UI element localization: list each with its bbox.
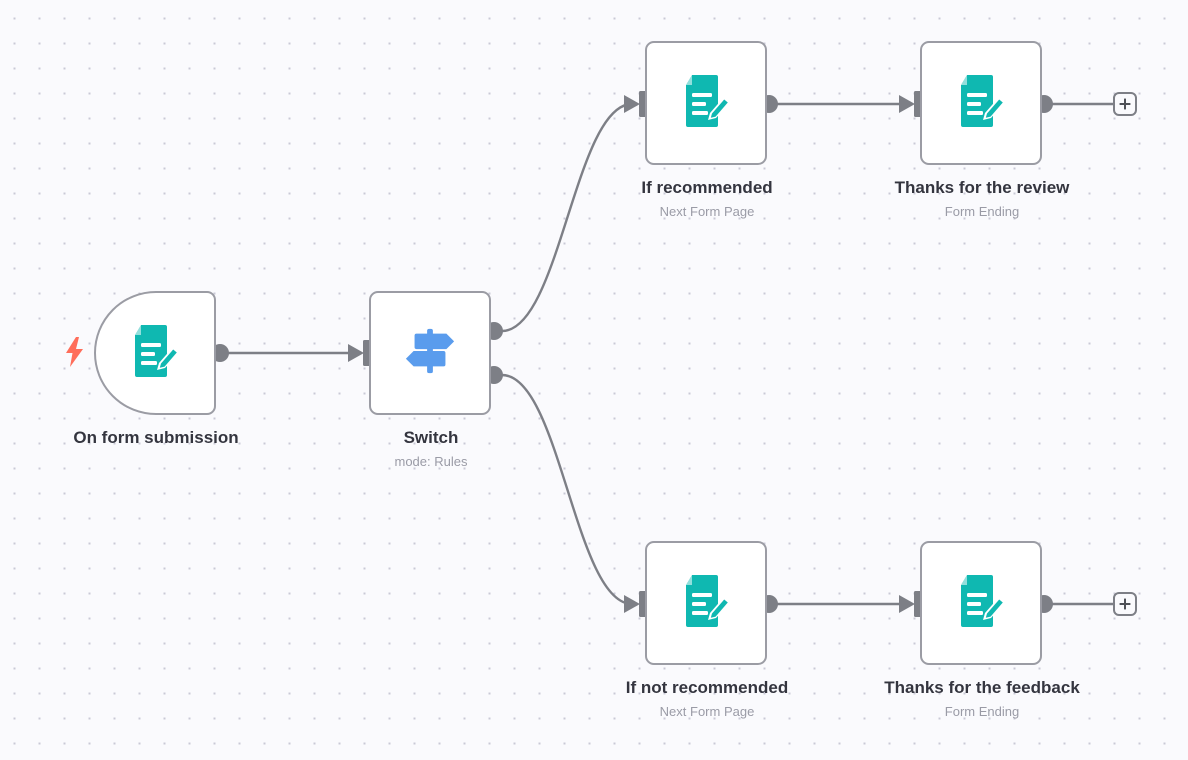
form-icon: [129, 323, 181, 384]
plus-icon: [1119, 98, 1131, 110]
node-title-thanks-for-the-feedback: Thanks for the feedback: [884, 678, 1080, 697]
trigger-bolt-icon: [64, 337, 86, 367]
form-icon: [680, 573, 732, 634]
node-label-switch: Switch mode: Rules: [275, 428, 587, 471]
edge-arrow-if-recommended-to-thanks-review: [899, 95, 915, 113]
edge-arrow-switch-to-if-recommended: [624, 95, 640, 113]
node-title-switch: Switch: [403, 428, 459, 447]
node-if-recommended[interactable]: [645, 41, 767, 165]
node-label-if-recommended: If recommended Next Form Page: [551, 178, 863, 221]
node-subtitle-switch: mode: Rules: [394, 454, 468, 469]
edge-arrow-trigger-to-switch: [348, 344, 364, 362]
node-label-thanks-for-the-feedback: Thanks for the feedback Form Ending: [826, 678, 1138, 721]
node-title-if-not-recommended: If not recommended: [625, 678, 789, 697]
node-label-if-not-recommended: If not recommended Next Form Page: [551, 678, 863, 721]
node-title-on-form-submission: On form submission: [73, 428, 239, 447]
node-if-not-recommended[interactable]: [645, 541, 767, 665]
node-subtitle-if-not-recommended: Next Form Page: [659, 704, 755, 719]
node-label-on-form-submission: On form submission: [0, 428, 312, 448]
edge-arrow-if-not-recommended-to-thanks-feedback: [899, 595, 915, 613]
node-thanks-for-the-feedback[interactable]: [920, 541, 1042, 665]
add-node-button-bottom[interactable]: [1113, 592, 1137, 616]
node-thanks-for-the-review[interactable]: [920, 41, 1042, 165]
form-icon: [955, 573, 1007, 634]
node-title-thanks-for-the-review: Thanks for the review: [894, 178, 1070, 197]
signpost-icon: [403, 324, 457, 383]
node-on-form-submission[interactable]: [94, 291, 216, 415]
edge-switch-to-if-not-recommended[interactable]: [501, 373, 633, 606]
node-switch[interactable]: [369, 291, 491, 415]
form-icon: [955, 73, 1007, 134]
add-node-button-top[interactable]: [1113, 92, 1137, 116]
node-label-thanks-for-the-review: Thanks for the review Form Ending: [826, 178, 1138, 221]
node-subtitle-if-recommended: Next Form Page: [659, 204, 755, 219]
plus-icon: [1119, 598, 1131, 610]
form-icon: [680, 73, 732, 134]
node-subtitle-thanks-for-the-feedback: Form Ending: [944, 704, 1020, 719]
edge-switch-to-if-recommended[interactable]: [501, 102, 633, 333]
node-title-if-recommended: If recommended: [641, 178, 773, 197]
node-subtitle-thanks-for-the-review: Form Ending: [944, 204, 1020, 219]
edge-arrow-switch-to-if-not-recommended: [624, 595, 640, 613]
